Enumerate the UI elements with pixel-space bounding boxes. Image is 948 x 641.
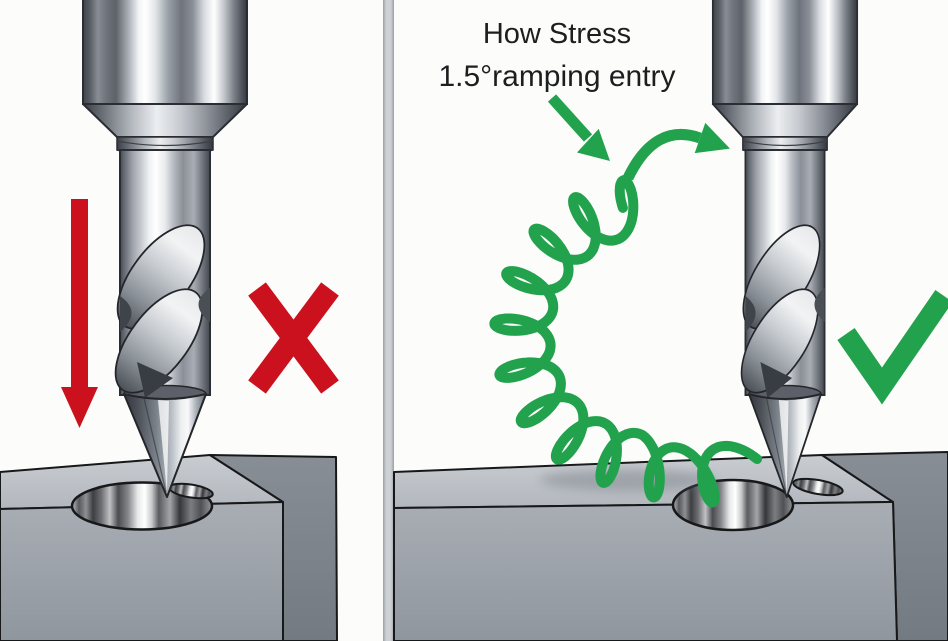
- ramp-shadow: [540, 469, 716, 491]
- block-side-face: [209, 454, 338, 641]
- drilled-hole-left: [70, 481, 214, 531]
- down-arrow-icon: [61, 199, 98, 428]
- helical-ramp-icon: [489, 175, 763, 508]
- end-mill-left: [82, 0, 248, 498]
- end-mill-right: [711, 0, 859, 498]
- caption-line-2: 1.5°ramping entry: [438, 60, 675, 93]
- block-front-face: [393, 501, 898, 641]
- rotation-arrow-icon: [623, 122, 730, 181]
- panel-divider: [383, 0, 394, 641]
- cross-icon: [248, 282, 339, 394]
- right-panel: How Stress 1.5°ramping entry: [393, 0, 948, 641]
- hole-back-sliver: [792, 477, 844, 497]
- checkmark-icon: [837, 290, 948, 405]
- entry-direction-arrow-icon: [547, 94, 610, 161]
- left-panel: [0, 0, 339, 641]
- block-side-face: [821, 451, 948, 641]
- caption-line-1: How Stress: [483, 18, 631, 50]
